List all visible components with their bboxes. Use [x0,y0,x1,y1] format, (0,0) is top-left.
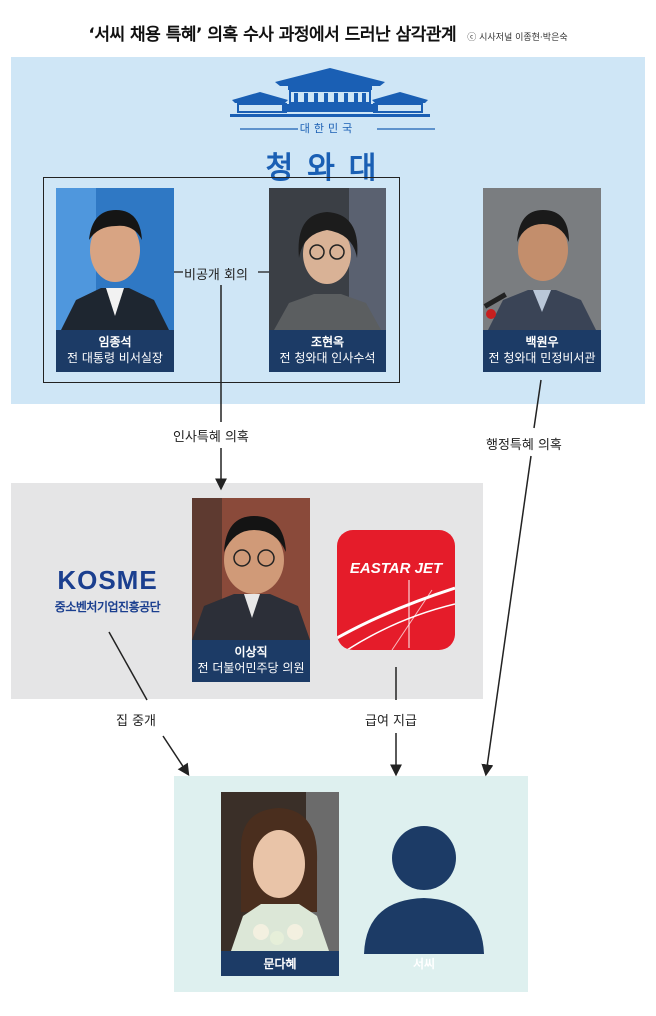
label-personnel-favoritism: 인사특혜 의혹 [173,430,249,445]
house-line-top [108,631,148,701]
role-lee-sangjik: 전 더불어민주당 의원 [197,661,305,675]
cheongwadae-building-icon [230,68,430,117]
role-baek-wonu: 전 청와대 민정비서관 [488,351,596,365]
photo-im-jongseok [56,188,174,330]
name-cho-hyeonok: 조현옥 [310,335,345,349]
caption-cho-hyeonok: 조현옥 전 청와대 인사수석 [269,330,386,372]
photo-lee-sangjik [192,498,310,640]
kosme-korean-name: 중소벤처기업진흥공단 [54,600,161,614]
name-seo: 서씨 [412,957,436,971]
person-silhouette-icon [364,826,484,954]
role-im-jongseok: 전 대통령 비서실장 [67,351,163,365]
caption-moon-dahye: 문다혜 [221,951,339,976]
photo-cho-hyeonok [269,188,386,330]
kosme-wordmark: KOSME [57,565,158,595]
caption-lee-sangjik: 이상직 전 더불어민주당 의원 [192,640,310,682]
caption-seo: 서씨 [362,951,486,976]
photo-baek-wonu [483,188,601,330]
label-salary-payment: 급여 지급 [365,714,417,729]
house-arrow [162,735,190,777]
infographic-title: ‘서씨 채용 특혜’ 의혹 수사 과정에서 드러난 삼각관계 ⓒ 시사저널 이종… [0,20,656,45]
caption-im-jongseok: 임종석 전 대통령 비서실장 [56,330,174,372]
label-administrative-favoritism: 행정특혜 의혹 [486,438,562,453]
cheongwadae-small-label: 대한민국 [299,122,357,135]
role-cho-hyeonok: 전 청와대 인사수석 [279,351,376,365]
cheongwadae-label: 청와대 [265,151,391,186]
photo-credit: ⓒ 시사저널 이종현·박은숙 [467,33,568,43]
caption-baek-wonu: 백원우 전 청와대 민정비서관 [483,330,601,372]
label-private-meeting: 비공개 회의 [184,268,248,283]
admin-arrow [481,455,532,777]
name-baek-wonu: 백원우 [525,335,559,349]
eastar-jet-wordmark: EASTAR JET [349,560,443,577]
logo-divider-lines [240,128,435,130]
eastar-jet-logo: EASTAR JET [337,530,455,650]
eastar-swoosh-icon [337,580,455,650]
title-main: ‘서씨 채용 특혜’ 의혹 수사 과정에서 드러난 삼각관계 [88,25,457,45]
photo-moon-dahye [221,792,339,951]
name-lee-sangjik: 이상직 [234,645,268,659]
name-moon-dahye: 문다혜 [263,957,297,971]
label-house-brokerage: 집 중개 [116,714,157,729]
name-im-jongseok: 임종석 [98,335,132,349]
kosme-logo: KOSME 중소벤처기업진흥공단 [35,565,180,615]
admin-line-top [533,379,542,429]
